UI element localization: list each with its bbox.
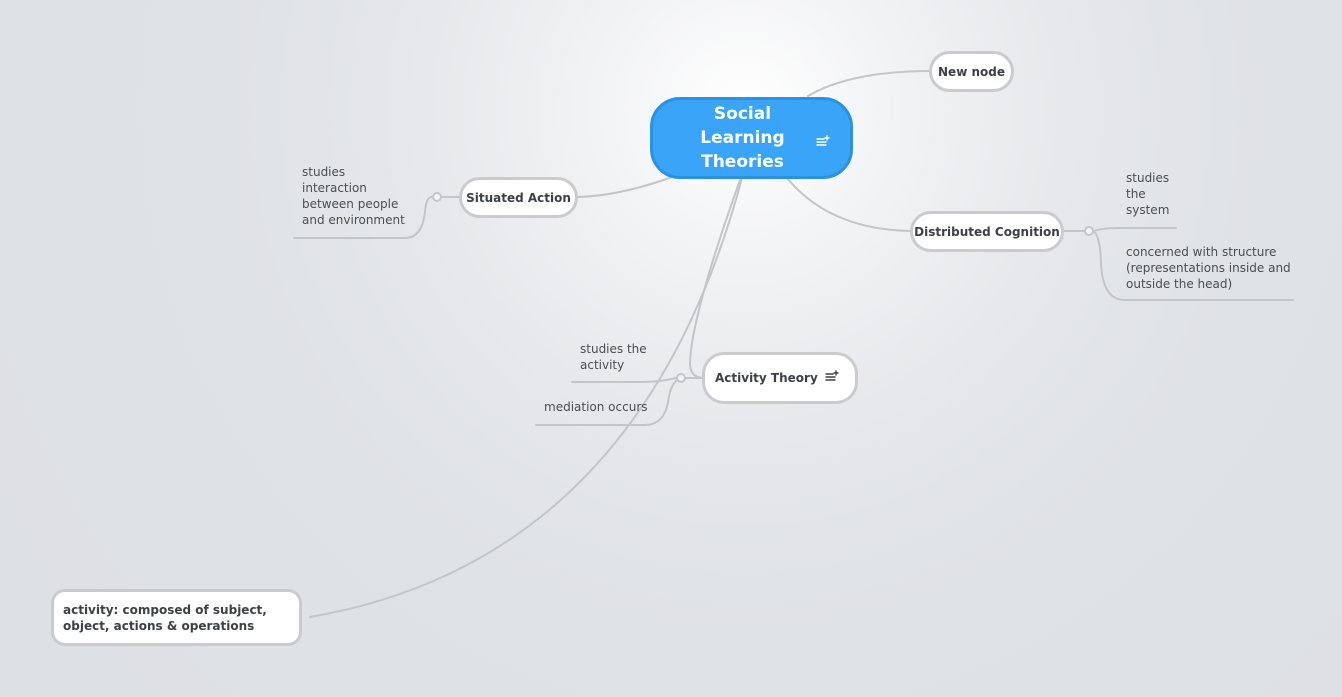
activity-theory-note-1[interactable]: studies the activity <box>580 342 647 372</box>
activity-detail-node[interactable]: activity: composed of subject, object, a… <box>51 589 302 646</box>
note-add-icon[interactable] <box>825 370 839 386</box>
connector-activity-detail <box>309 177 743 618</box>
connector-situated-action <box>577 175 676 198</box>
central-topic-title: Social Learning Theories <box>700 104 785 172</box>
situated-action-node[interactable]: Situated Action <box>459 177 578 218</box>
situated-action-title: Situated Action <box>466 190 571 205</box>
distributed-cognition-note-2[interactable]: concerned with structure (representation… <box>1126 245 1291 291</box>
situated-action-note[interactable]: studies interaction between people and e… <box>302 165 405 227</box>
new-node[interactable]: New node <box>929 51 1014 92</box>
connector-distributed-cognition <box>786 177 913 232</box>
connector-activity-note-1 <box>571 377 677 383</box>
distributed-cognition-title: Distributed Cognition <box>914 224 1060 239</box>
connector-distributed-note-1 <box>1093 227 1177 232</box>
connector-activity-theory <box>688 179 741 379</box>
situated-action-collapse-dot[interactable] <box>432 192 442 202</box>
activity-theory-collapse-dot[interactable] <box>676 373 686 383</box>
activity-theory-title: Activity Theory <box>715 371 818 385</box>
new-node-title: New node <box>938 64 1005 79</box>
connector-activity-note-2 <box>535 379 678 426</box>
connector-situated-note-branch <box>293 196 433 239</box>
note-add-icon[interactable] <box>816 131 830 155</box>
distributed-cognition-note-1[interactable]: studies the system <box>1126 171 1170 217</box>
distributed-cognition-collapse-dot[interactable] <box>1084 226 1094 236</box>
connector-distributed-note-2 <box>1093 231 1294 301</box>
distributed-cognition-node[interactable]: Distributed Cognition <box>910 211 1064 252</box>
activity-detail-title: activity: composed of subject, object, a… <box>63 602 267 633</box>
activity-theory-node[interactable]: Activity Theory <box>702 352 858 404</box>
central-topic-node[interactable]: Social Learning Theories <box>650 97 853 179</box>
activity-theory-note-2[interactable]: mediation occurs <box>544 400 648 414</box>
connector-new-node <box>807 70 932 97</box>
